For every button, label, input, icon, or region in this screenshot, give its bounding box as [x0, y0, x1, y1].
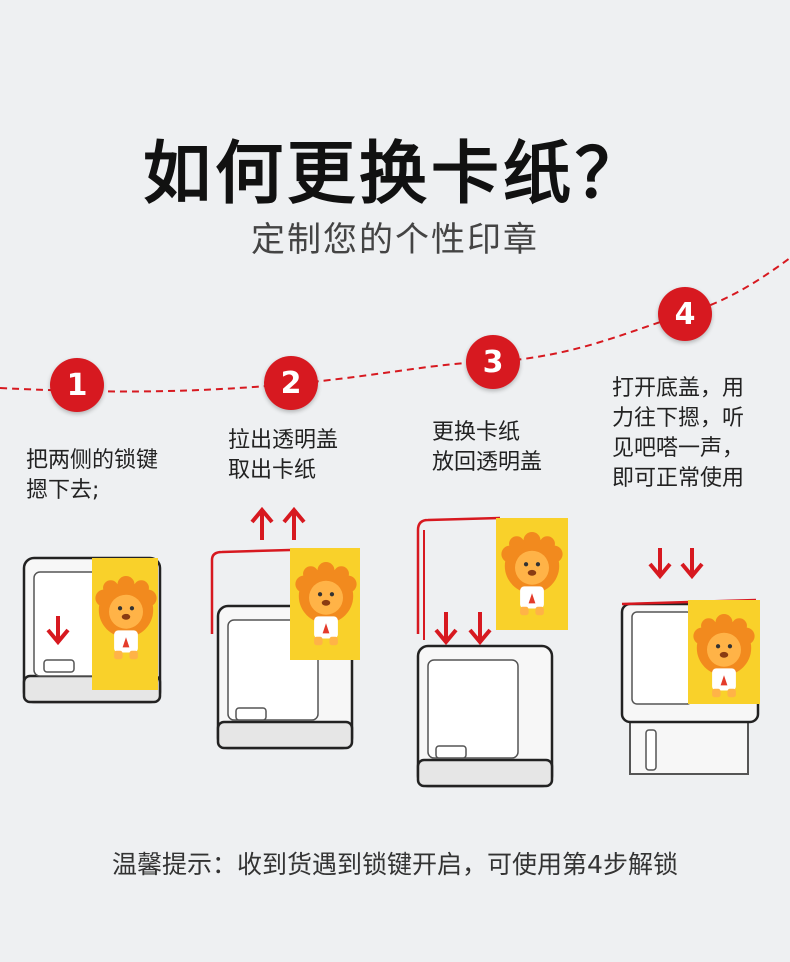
step-3-text: 更换卡纸 放回透明盖	[432, 420, 543, 475]
dashed-connector	[0, 257, 790, 393]
step-2-illustration	[210, 506, 360, 750]
tip-text: 温馨提示：收到货遇到锁键开启，可使用第4步解锁	[112, 850, 678, 879]
step-1-illustration	[22, 556, 162, 704]
step-1-badge: 1	[50, 358, 104, 412]
step-3-badge: 3	[466, 335, 520, 389]
step-4-text: 打开底盖，用 力往下摁，听 见吧嗒一声， 即可正常使用	[612, 376, 745, 491]
step-2-text: 拉出透明盖 取出卡纸	[228, 428, 339, 483]
step-3-illustration	[416, 516, 568, 788]
step-2-badge: 2	[264, 356, 318, 410]
step-4-badge: 4	[658, 287, 712, 341]
step-4-illustration	[620, 548, 760, 775]
step-1-text: 把两侧的锁键 摁下去;	[26, 448, 159, 503]
page-subtitle: 定制您的个性印章	[251, 220, 539, 260]
page-title: 如何更换卡纸？	[142, 135, 647, 214]
